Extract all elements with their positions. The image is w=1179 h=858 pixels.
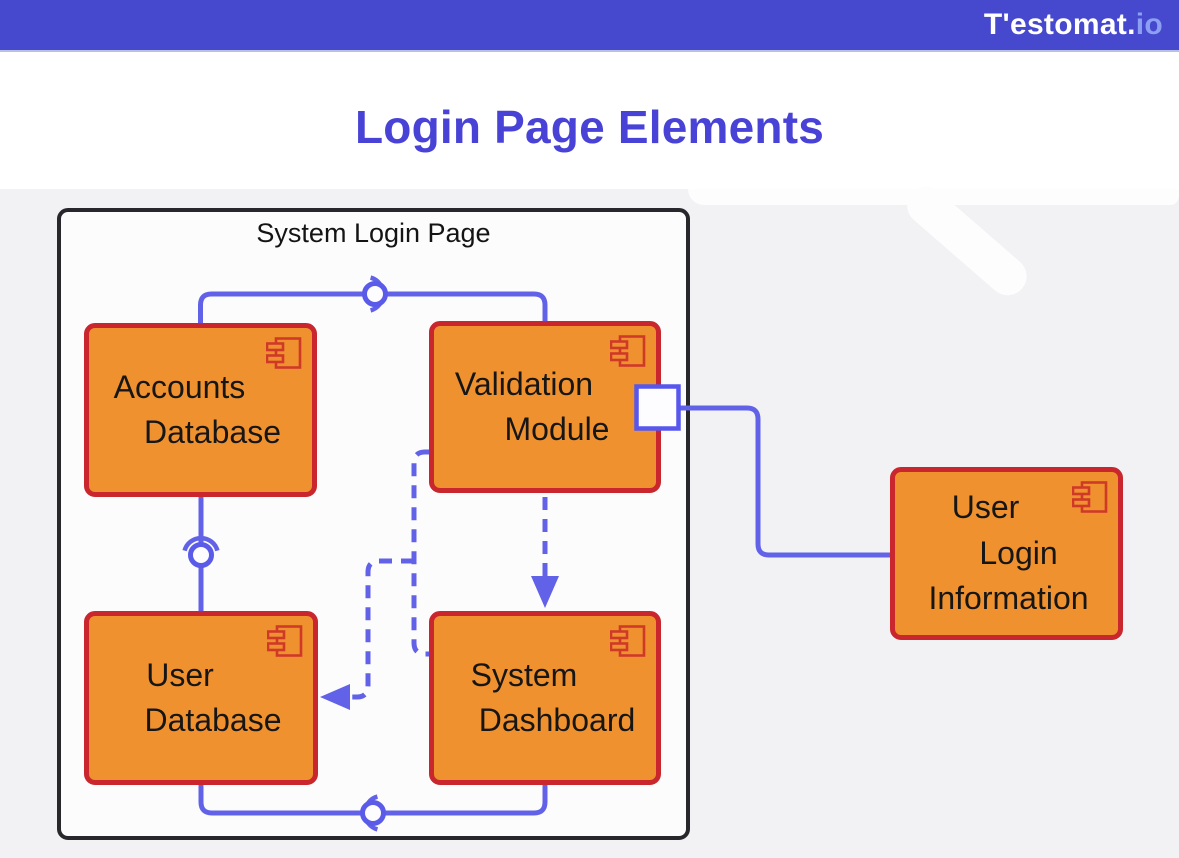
logo-text: T'estomat. <box>983 8 1136 41</box>
logo-accent-text: io <box>1135 8 1163 41</box>
component-label: User Login Information <box>928 489 1089 617</box>
component-validation-module: Validation Module <box>429 321 661 493</box>
component-label: User Database <box>144 656 282 738</box>
system-boundary-label: System Login Page <box>256 218 491 248</box>
component-accounts-database: Accounts Database <box>84 323 317 497</box>
component-icon <box>266 337 302 369</box>
component-icon <box>610 625 646 657</box>
component-icon <box>610 335 646 367</box>
testomat-logo: T'estomat.io <box>984 10 1163 40</box>
component-user-login-information: User Login Information <box>890 467 1123 640</box>
component-icon <box>1072 481 1108 513</box>
component-label: System Dashboard <box>470 656 636 738</box>
component-user-database: User Database <box>84 611 318 785</box>
component-label: Validation Module <box>454 365 610 447</box>
component-label: Accounts Database <box>113 368 281 450</box>
component-system-dashboard: System Dashboard <box>429 611 661 785</box>
page-title: Login Page Elements <box>354 101 824 153</box>
header-bar: T'estomat.io <box>0 0 1179 52</box>
component-icon <box>267 625 303 657</box>
